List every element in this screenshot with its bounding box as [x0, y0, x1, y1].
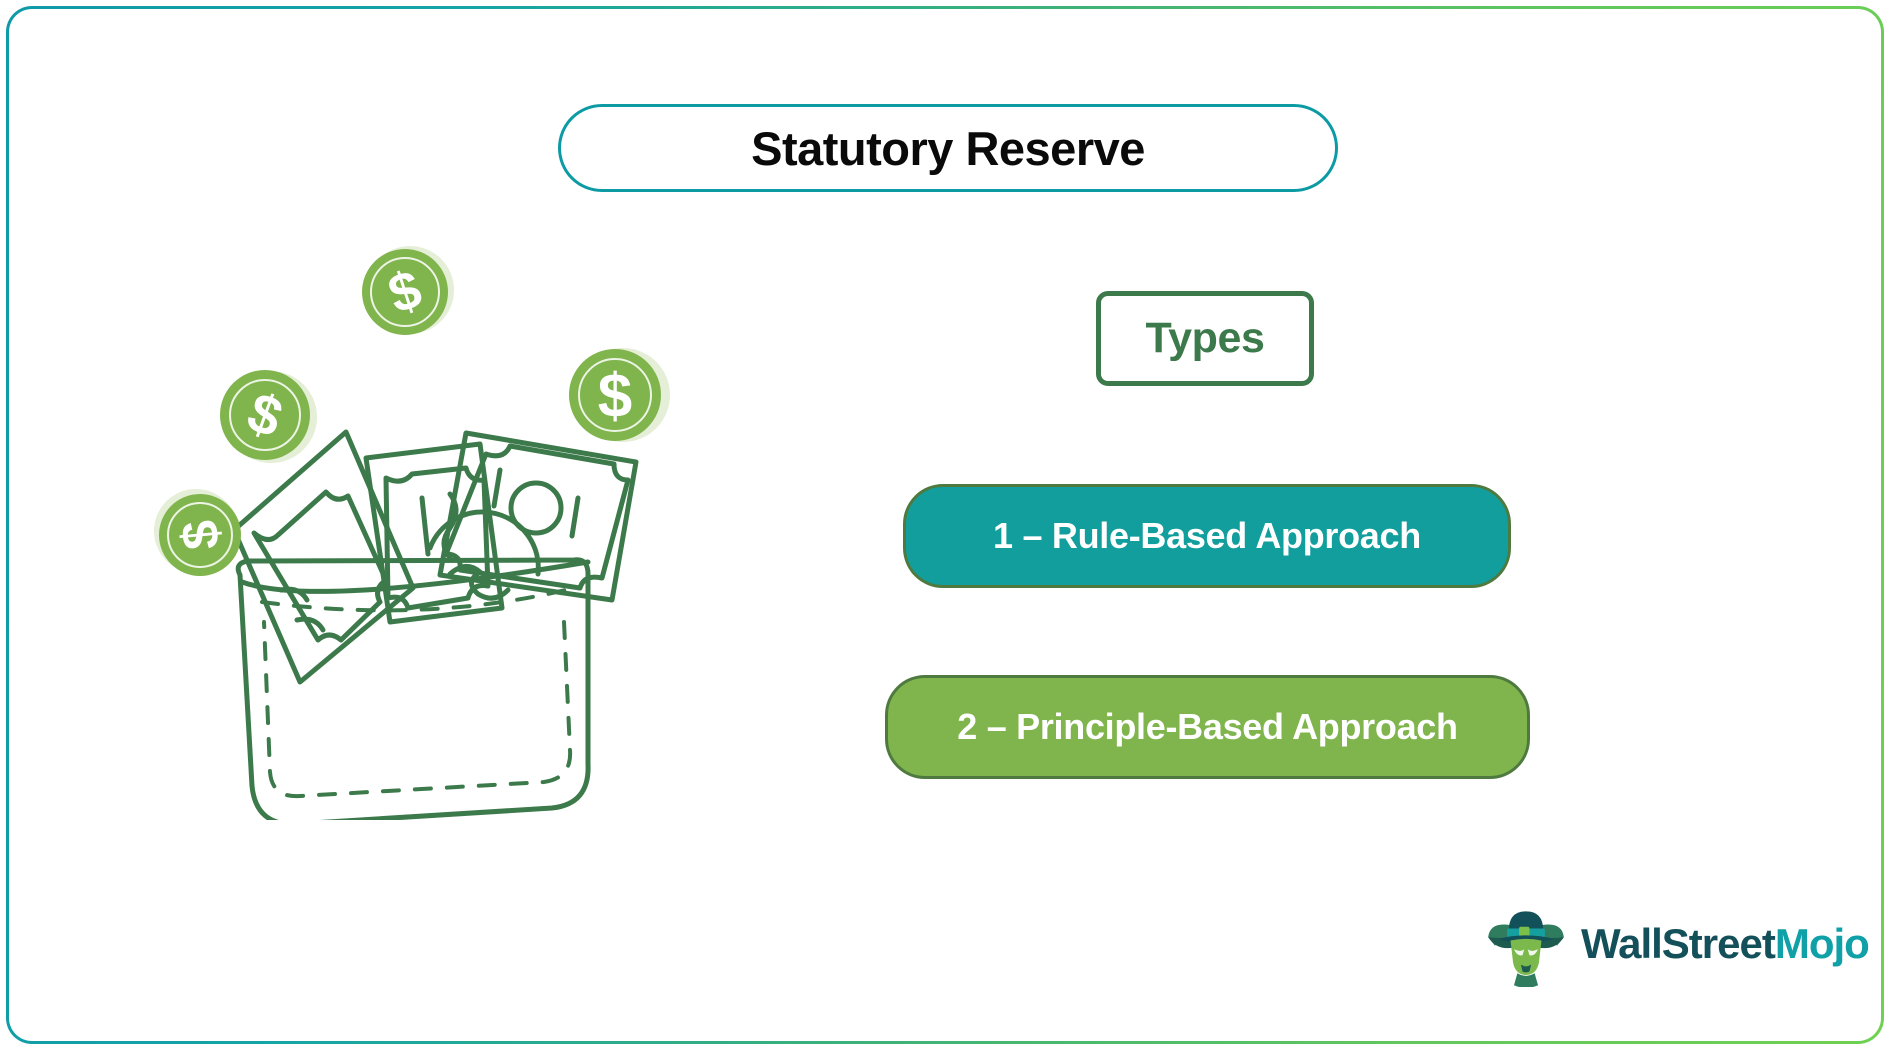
svg-text:$: $ — [171, 518, 231, 552]
wallet-illustration: $ $ $ — [150, 230, 710, 827]
type-item-principle-based-label: 2 – Principle-Based Approach — [957, 706, 1458, 747]
logo-word-mojo: Mojo — [1774, 920, 1870, 967]
coin-group: $ $ $ — [154, 246, 670, 576]
svg-text:$: $ — [598, 362, 632, 431]
page-title: Statutory Reserve — [751, 121, 1145, 175]
types-heading-label: Types — [1145, 314, 1265, 362]
wallet-with-cash-and-coins-icon: $ $ $ — [154, 246, 670, 827]
logo-word-wallstreet: WallStreet — [1581, 920, 1776, 967]
type-item-rule-based[interactable]: 1 – Rule-Based Approach — [903, 484, 1511, 588]
type-item-rule-based-label: 1 – Rule-Based Approach — [993, 515, 1421, 556]
wallstreetmojo-bull-icon — [1488, 911, 1564, 987]
page-title-pill: Statutory Reserve — [558, 104, 1338, 192]
wallstreetmojo-logo: WallStreetMojo — [1483, 898, 1870, 990]
types-heading-box: Types — [1096, 291, 1314, 386]
wallstreetmojo-wordmark: WallStreetMojo — [1581, 920, 1870, 968]
type-item-principle-based[interactable]: 2 – Principle-Based Approach — [885, 675, 1530, 779]
